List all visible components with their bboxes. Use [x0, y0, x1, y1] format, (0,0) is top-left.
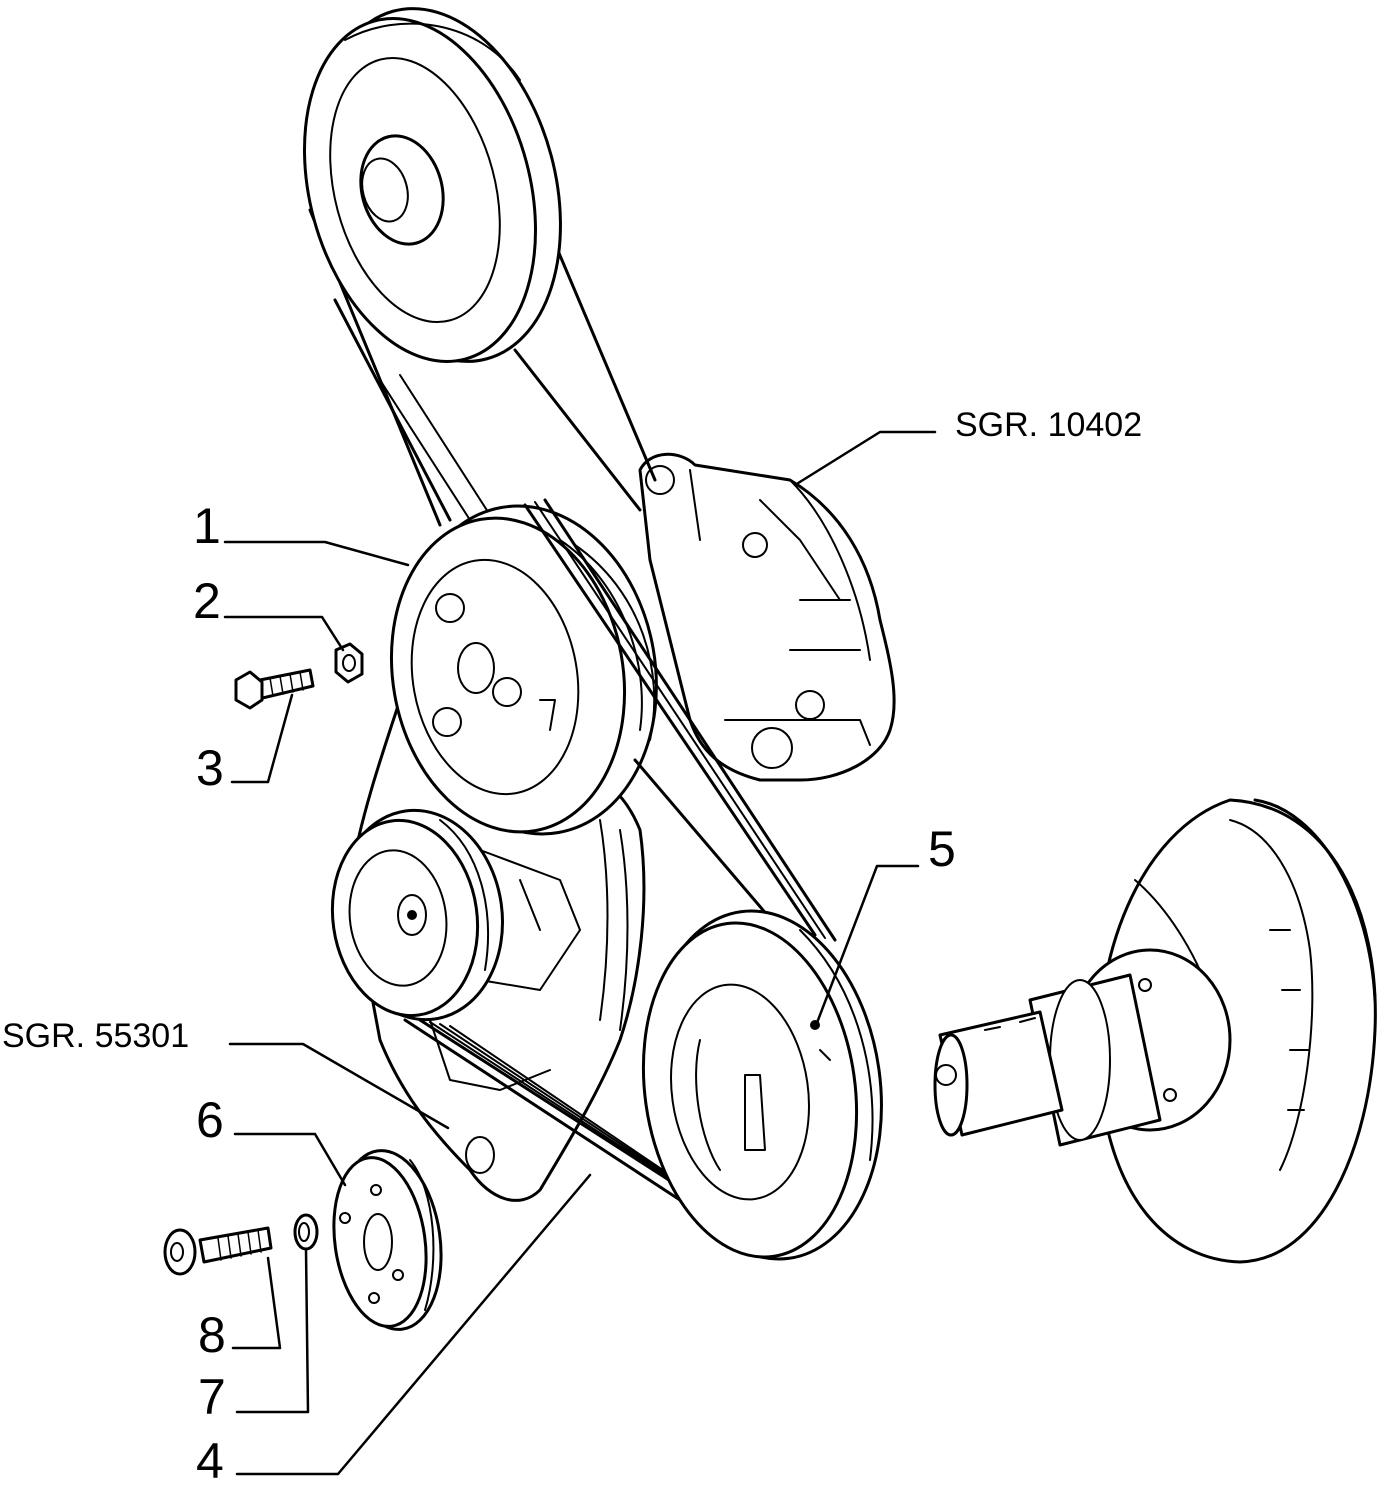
- alternator-housing: [638, 452, 896, 782]
- callout-1: 1: [193, 498, 221, 554]
- idler-pulley: [330, 808, 505, 1022]
- callout-labels: 1 2 3 4 5 6 7 8: [193, 498, 956, 1487]
- bolt-3: [234, 668, 315, 710]
- poly-v-belt: [403, 498, 837, 1202]
- callout-8: 8: [198, 1307, 226, 1363]
- bolt-8: [163, 1226, 273, 1276]
- callout-3: 3: [196, 740, 224, 796]
- reference-sgr-10402: SGR. 10402: [955, 406, 1142, 444]
- reference-labels: SGR. 10402 SGR. 55301: [2, 406, 1142, 1055]
- callout-7: 7: [198, 1369, 226, 1425]
- callout-5: 5: [928, 821, 956, 877]
- hub-disc-6: [332, 1149, 443, 1331]
- reference-sgr-55301: SGR. 55301: [2, 1017, 189, 1055]
- top-pulley: [302, 7, 562, 363]
- callout-4: 4: [196, 1433, 224, 1487]
- leader-lines: [223, 430, 937, 1476]
- crankshaft: [933, 798, 1377, 1264]
- callout-6: 6: [196, 1092, 224, 1148]
- crank-pulley-5: [641, 909, 883, 1261]
- nut-2: [334, 642, 364, 684]
- callout-2: 2: [193, 573, 221, 629]
